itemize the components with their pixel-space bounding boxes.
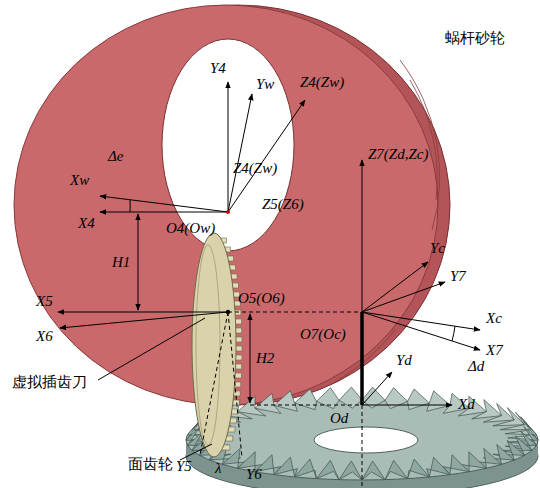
part-label: 面齿轮 xyxy=(128,456,173,473)
axis-label: H1 xyxy=(112,254,130,271)
axis-label: Z7(Zd,Zc) xyxy=(368,146,428,163)
coordinate-axes xyxy=(58,82,480,488)
axis-label: Xc xyxy=(486,310,502,327)
axis-label: Z5(Z6) xyxy=(262,196,304,213)
axis-label: Δe xyxy=(108,148,123,165)
axis-label: Z4(Zw) xyxy=(233,160,277,177)
axis-label: X7 xyxy=(486,342,503,359)
axis-label: O5(O6) xyxy=(238,290,285,307)
axis-label: Yw xyxy=(256,76,274,93)
axis-label: X5 xyxy=(36,293,53,310)
axis-label: Y4 xyxy=(210,60,226,77)
part-label: 虚拟插齿刀 xyxy=(12,374,87,391)
axis-label: H2 xyxy=(256,350,274,367)
axis-label: X6 xyxy=(36,328,53,345)
part-label: 蜗杆砂轮 xyxy=(445,30,505,47)
axis-label: Xw xyxy=(70,172,89,189)
axis-label: O4(Ow) xyxy=(166,220,215,237)
axis-label: Y5 xyxy=(176,458,192,475)
axis-label: Y6 xyxy=(246,466,262,483)
origin-dot xyxy=(226,210,230,214)
axis-label: Od xyxy=(330,410,348,427)
axis-label: Yd xyxy=(396,352,412,369)
axis-label: Xd xyxy=(458,396,475,413)
axis-label: X4 xyxy=(78,215,95,232)
axis-label: Y7 xyxy=(450,268,466,285)
shaper-cutter xyxy=(192,233,242,457)
axis-label: Z4(Zw) xyxy=(300,74,344,91)
axis-label: λ xyxy=(215,460,222,477)
axis-label: O7(Oc) xyxy=(300,326,346,343)
origin-dot xyxy=(226,310,230,314)
axis-label: Yc xyxy=(430,240,445,257)
axis-label: Δd xyxy=(468,358,484,375)
